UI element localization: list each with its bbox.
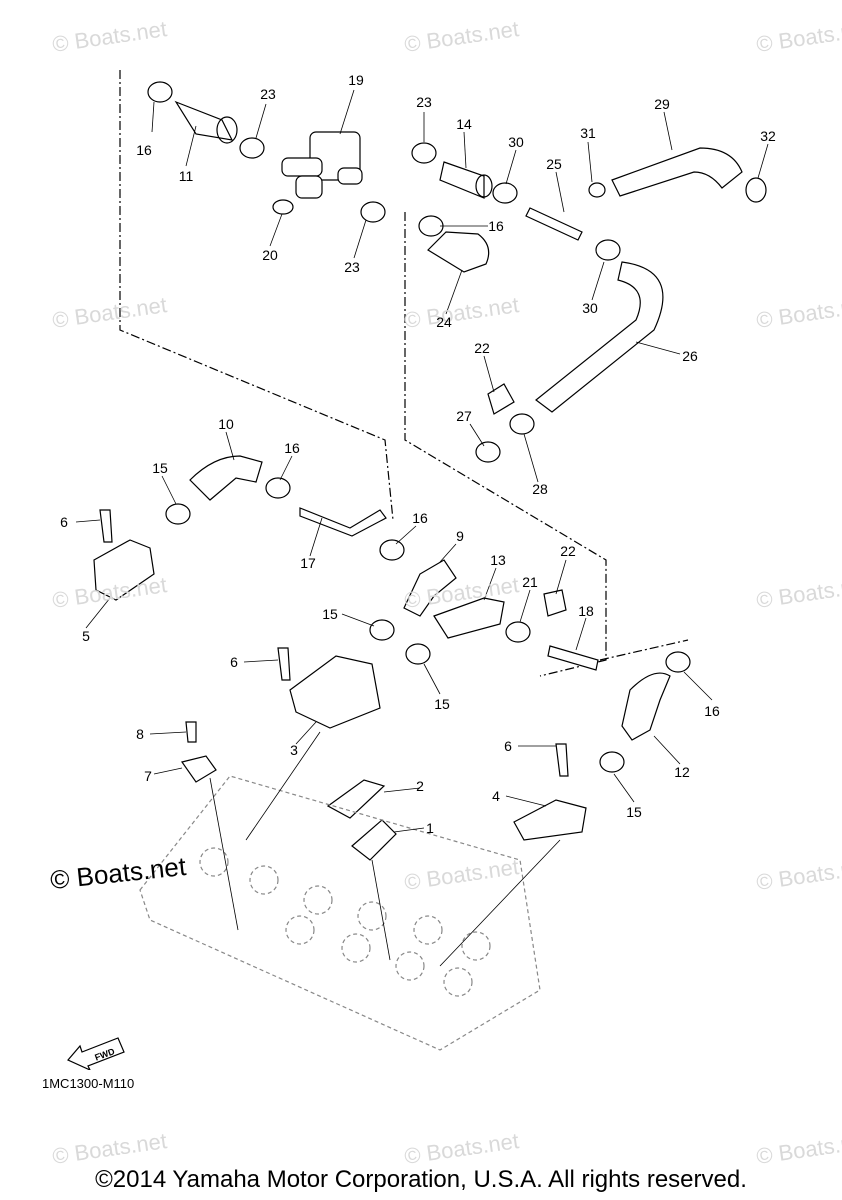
part-22-bracket-b bbox=[543, 589, 567, 617]
callout-16: 16 bbox=[488, 218, 504, 234]
part-9-hose bbox=[403, 559, 457, 617]
callout-24: 24 bbox=[436, 314, 452, 330]
callout-6: 6 bbox=[504, 738, 512, 754]
callout-9: 9 bbox=[456, 528, 464, 544]
callout-6: 6 bbox=[60, 514, 68, 530]
part-16-clamp-a bbox=[147, 81, 173, 103]
part-5-cover bbox=[93, 539, 155, 601]
part-30-clamp-b bbox=[595, 239, 621, 261]
callout-19: 19 bbox=[348, 72, 364, 88]
callout-7: 7 bbox=[144, 768, 152, 784]
part-3-cover bbox=[289, 655, 381, 729]
part-7-bracket bbox=[181, 755, 217, 783]
part-4-cover bbox=[513, 799, 587, 841]
part-15-clamp-d bbox=[599, 751, 625, 773]
part-15-clamp-a bbox=[165, 503, 191, 525]
callout-25: 25 bbox=[546, 156, 562, 172]
callout-8: 8 bbox=[136, 726, 144, 742]
callout-15: 15 bbox=[626, 804, 642, 820]
callout-15: 15 bbox=[434, 696, 450, 712]
callout-2: 2 bbox=[416, 778, 424, 794]
callout-4: 4 bbox=[492, 788, 500, 804]
part-31-clip bbox=[588, 182, 606, 198]
part-22-bracket-a bbox=[487, 383, 515, 415]
callout-15: 15 bbox=[322, 606, 338, 622]
part-26-hose bbox=[535, 261, 664, 413]
callout-5: 5 bbox=[82, 628, 90, 644]
part-28-clamp bbox=[509, 413, 535, 435]
part-12-hose bbox=[621, 672, 671, 741]
part-16-clamp-e bbox=[665, 651, 691, 673]
copyright-notice: ©2014 Yamaha Motor Corporation, U.S.A. A… bbox=[95, 1166, 747, 1193]
fwd-arrow-icon: FWD bbox=[67, 1037, 125, 1070]
callout-6: 6 bbox=[230, 654, 238, 670]
callout-29: 29 bbox=[654, 96, 670, 112]
callout-31: 31 bbox=[580, 125, 596, 141]
part-24-hose bbox=[427, 231, 490, 273]
callout-27: 27 bbox=[456, 408, 472, 424]
callout-16: 16 bbox=[704, 703, 720, 719]
part-29-hose bbox=[611, 147, 743, 197]
callout-23: 23 bbox=[260, 86, 276, 102]
frame-left bbox=[119, 70, 394, 521]
frame-right-2 bbox=[599, 639, 689, 661]
part-16-clamp-c bbox=[265, 477, 291, 499]
callout-10: 10 bbox=[218, 416, 234, 432]
callout-32: 32 bbox=[760, 128, 776, 144]
callout-21: 21 bbox=[522, 574, 538, 590]
part-8-bolt bbox=[185, 721, 197, 743]
part-11-hose bbox=[174, 100, 238, 144]
callout-22: 22 bbox=[474, 340, 490, 356]
callout-11: 11 bbox=[178, 168, 194, 184]
part-25-joint bbox=[525, 207, 583, 241]
callout-28: 28 bbox=[532, 481, 548, 497]
callout-22: 22 bbox=[560, 543, 576, 559]
part-30-clamp-a bbox=[492, 182, 518, 204]
part-6-bolt-b bbox=[277, 647, 291, 681]
callout-23: 23 bbox=[416, 94, 432, 110]
part-16-clamp-b bbox=[418, 215, 444, 237]
part-15-clamp-b bbox=[369, 619, 395, 641]
diagram-code: 1MC1300-M110 bbox=[42, 1076, 135, 1091]
callout-30: 30 bbox=[582, 300, 598, 316]
part-1-plate bbox=[351, 819, 397, 861]
part-19-valve bbox=[281, 131, 363, 199]
part-18-pipe bbox=[547, 645, 599, 671]
part-20-oring bbox=[272, 199, 294, 215]
part-15-clamp-c bbox=[405, 643, 431, 665]
part-17-pipe bbox=[299, 507, 387, 537]
part-23-clamp-c bbox=[360, 201, 386, 223]
part-32-cap bbox=[745, 177, 767, 203]
part-23-clamp-b bbox=[411, 142, 437, 164]
cylinder-head bbox=[139, 775, 541, 1051]
callout-16: 16 bbox=[412, 510, 428, 526]
callout-30: 30 bbox=[508, 134, 524, 150]
callout-1: 1 bbox=[426, 820, 434, 836]
part-6-bolt-a bbox=[99, 509, 113, 543]
callout-14: 14 bbox=[456, 116, 472, 132]
part-10-hose bbox=[189, 455, 263, 501]
part-21-clamp bbox=[505, 621, 531, 643]
callout-18: 18 bbox=[578, 603, 594, 619]
callout-15: 15 bbox=[152, 460, 168, 476]
callout-16: 16 bbox=[284, 440, 300, 456]
part-6-bolt-c bbox=[555, 743, 569, 777]
part-14-hose bbox=[439, 161, 493, 199]
callout-17: 17 bbox=[300, 555, 316, 571]
callout-3: 3 bbox=[290, 742, 298, 758]
part-27-cap bbox=[475, 441, 501, 463]
callout-16: 16 bbox=[136, 142, 152, 158]
part-23-clamp-a bbox=[239, 137, 265, 159]
part-13-hose bbox=[433, 597, 505, 639]
part-16-clamp-d bbox=[379, 539, 405, 561]
callout-13: 13 bbox=[490, 552, 506, 568]
callout-20: 20 bbox=[262, 247, 278, 263]
callout-23: 23 bbox=[344, 259, 360, 275]
callout-26: 26 bbox=[682, 348, 698, 364]
callout-12: 12 bbox=[674, 764, 690, 780]
leader-lines bbox=[75, 89, 769, 967]
